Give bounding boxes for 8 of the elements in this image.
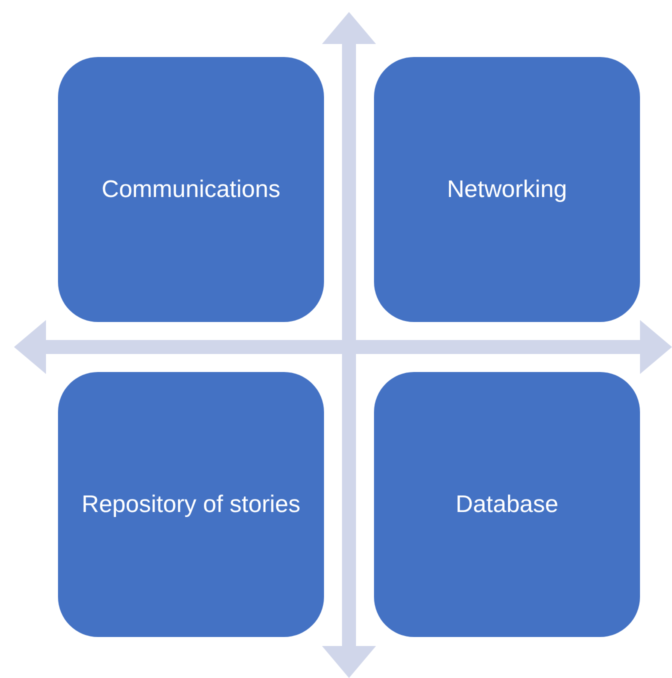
box-label: Networking (446, 174, 568, 205)
rounded-box (58, 372, 324, 637)
box-label: Communications (102, 174, 280, 205)
rounded-box (374, 57, 640, 322)
box-label: Repository of stories (82, 490, 300, 520)
rounded-box (374, 372, 640, 637)
rounded-box (58, 57, 324, 322)
box-label: Database (456, 490, 558, 520)
